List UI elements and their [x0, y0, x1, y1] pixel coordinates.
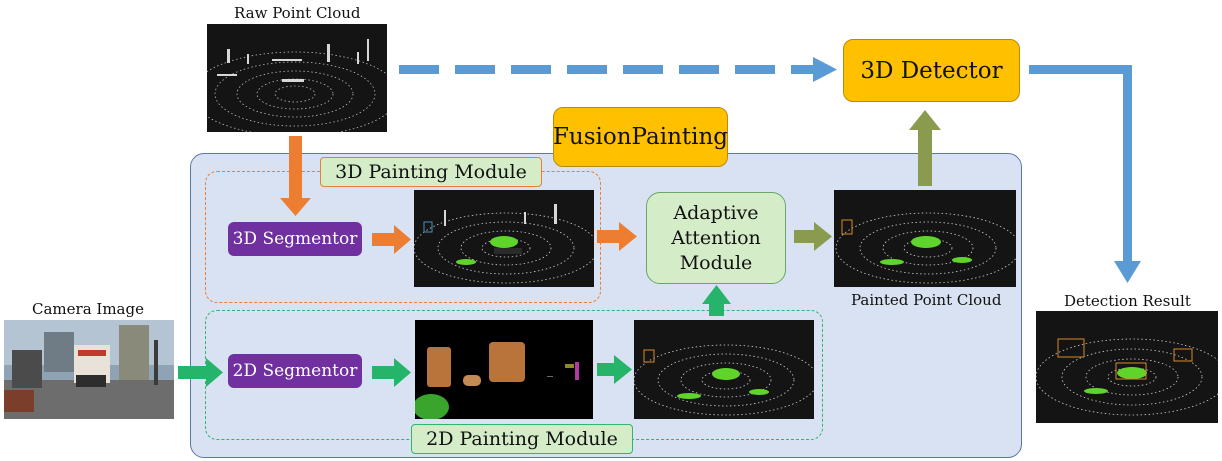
attention-line-3: Module: [679, 251, 753, 274]
raw-point-cloud-caption: Raw Point Cloud: [234, 4, 361, 22]
3d-segmentor-box: 3D Segmentor: [228, 222, 362, 256]
attention-line-1: Adaptive: [673, 201, 759, 224]
painted-point-cloud-image: [834, 190, 1016, 287]
2d-painting-module-label: 2D Painting Module: [411, 424, 633, 454]
arrow-raw-to-3d-segmentor: [280, 136, 311, 216]
arrow-2d-to-attention: [702, 285, 731, 316]
arrow-mask-to-2d-painted: [597, 355, 632, 384]
3d-painting-module-label: 3D Painting Module: [320, 157, 542, 187]
3d-segmented-point-cloud-image: [414, 190, 594, 287]
arrow-detector-to-result: [1029, 65, 1141, 283]
raw-point-cloud-image: [207, 24, 387, 132]
2d-segmentor-box: 2D Segmentor: [228, 354, 362, 388]
attention-line-2: Attention: [671, 226, 761, 249]
painted-point-cloud-caption: Painted Point Cloud: [851, 291, 1002, 309]
arrow-3d-segmentor-to-image: [372, 225, 411, 254]
arrow-camera-to-2d-segmentor: [178, 358, 223, 387]
detection-result-caption: Detection Result: [1064, 292, 1191, 310]
arrow-raw-to-detector-dashed: [399, 57, 837, 82]
arrow-attention-to-painted: [794, 222, 832, 251]
adaptive-attention-module: Adaptive Attention Module: [646, 192, 786, 284]
camera-image: [4, 320, 174, 419]
arrow-painted-to-detector: [909, 110, 941, 186]
detection-result-image: [1036, 311, 1218, 423]
arrow-3d-image-to-attention: [597, 222, 637, 251]
arrow-2d-segmentor-to-mask: [372, 358, 411, 387]
camera-image-caption: Camera Image: [32, 300, 144, 318]
fusion-painting-title: FusionPainting: [553, 107, 728, 167]
2d-segmentation-mask-image: [415, 320, 593, 419]
2d-painted-point-cloud-image: [634, 320, 814, 419]
3d-detector-box: 3D Detector: [843, 39, 1020, 102]
